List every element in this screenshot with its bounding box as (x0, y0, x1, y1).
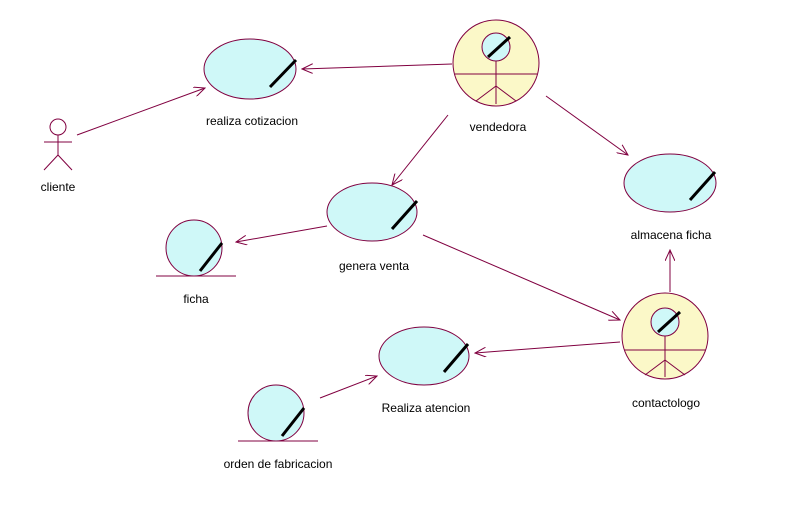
business-entity-icon (156, 219, 236, 277)
business-worker-icon (621, 292, 709, 380)
use-case-label: genera venta (339, 259, 409, 273)
association-arrow-orden-fabricacion-to-realiza-atencion[interactable] (319, 376, 377, 399)
use-case-label: realiza cotizacion (206, 114, 298, 128)
business-use-case-icon (623, 153, 717, 213)
business-entity-icon (238, 384, 318, 442)
use-case-genera-venta[interactable]: genera venta (326, 182, 419, 273)
association-arrow-contactologo-to-realiza-atencion[interactable] (475, 341, 621, 353)
association-arrow-vendedora-to-almacena-ficha[interactable] (545, 95, 628, 155)
association-edges (76, 63, 670, 399)
business-worker-icon (452, 19, 540, 107)
use-case-realiza-cotizacion[interactable]: realiza cotizacion (203, 38, 298, 128)
use-case-label: almacena ficha (631, 228, 712, 242)
entity-ficha[interactable]: ficha (156, 219, 236, 306)
actor-cliente[interactable]: cliente (41, 118, 76, 194)
association-arrow-cliente-to-realiza-cotizacion[interactable] (76, 88, 205, 136)
business-use-case-icon (378, 326, 470, 386)
worker-label: contactologo (632, 396, 700, 410)
association-arrow-genera-venta-to-contactologo[interactable] (422, 234, 620, 320)
use-case-label: Realiza atencion (382, 401, 471, 415)
association-arrow-genera-venta-to-ficha[interactable] (236, 225, 328, 242)
worker-label: vendedora (470, 120, 527, 134)
association-arrow-vendedora-to-realiza-cotizacion[interactable] (302, 63, 453, 69)
business-use-case-icon (326, 182, 419, 242)
entity-label: ficha (183, 292, 209, 306)
worker-vendedora[interactable]: vendedora (452, 19, 540, 134)
business-use-case-icon (203, 38, 298, 100)
actor-label: cliente (41, 180, 76, 194)
entity-label: orden de fabricacion (224, 457, 333, 471)
worker-contactologo[interactable]: contactologo (621, 292, 709, 410)
stick-figure-actor-icon (43, 118, 73, 171)
use-case-realiza-atencion[interactable]: Realiza atencion (378, 326, 471, 415)
use-case-almacena-ficha[interactable]: almacena ficha (623, 153, 717, 242)
association-arrow-vendedora-to-genera-venta[interactable] (392, 114, 449, 185)
entity-orden-de-fabricacion[interactable]: orden de fabricacion (224, 384, 333, 471)
